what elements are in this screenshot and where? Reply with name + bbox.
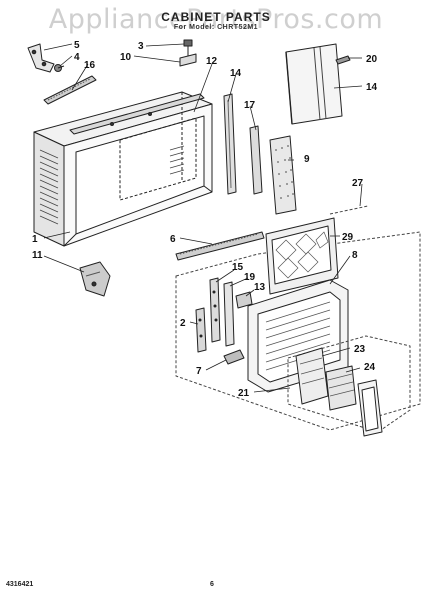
part-leg-bracket — [79, 261, 111, 297]
part-louver-frame — [357, 379, 383, 437]
part-screw-4 — [54, 64, 65, 72]
part-vertical-strip-21 — [223, 281, 235, 347]
callout-19: 17 — [244, 100, 256, 111]
callout-23: 24 — [364, 362, 376, 373]
model-subtitle: For Model: CHRT52M1 — [173, 24, 259, 31]
callout-6: 6 — [170, 234, 176, 245]
callout-12: 12 — [206, 56, 218, 67]
part-foam-panel — [269, 135, 297, 215]
part-vertical-strip-16 — [209, 277, 221, 343]
part-louver-set — [325, 365, 357, 411]
part-louver-holder — [295, 347, 329, 405]
part-vertical-channel — [223, 93, 237, 195]
callout-15: 14 — [230, 68, 242, 79]
callout-4: 4 — [74, 52, 80, 63]
part-top-rail — [43, 75, 97, 105]
subassembly-outline — [287, 335, 411, 433]
callout-22: 20 — [366, 54, 378, 65]
callout-29: 29 — [342, 232, 354, 243]
document-number: 4316421 — [6, 581, 34, 588]
part-bracket — [27, 43, 55, 73]
part-angle — [179, 53, 197, 67]
callout-11: 11 — [32, 250, 43, 261]
part-side-curtain — [285, 43, 343, 125]
callout-20: 21 — [238, 388, 250, 399]
part-filter-grille — [265, 217, 339, 295]
part-bottom-rail — [175, 231, 265, 261]
callout-5: 5 — [74, 40, 80, 51]
callout-10: 10 — [120, 52, 132, 63]
part-cabinet — [33, 91, 213, 247]
callout-7: 7 — [196, 366, 202, 377]
callout-21: 19 — [244, 272, 256, 283]
part-screw-3 — [183, 39, 193, 56]
callout-16: 15 — [232, 262, 244, 273]
callout-13: 13 — [254, 282, 266, 293]
page-number: 6 — [210, 581, 214, 588]
part-vertical-gasket — [249, 125, 263, 195]
part-strip-2 — [195, 307, 207, 353]
page-title: CABINET PARTS — [161, 10, 271, 24]
callout-9: 9 — [304, 154, 310, 165]
callout-14: 14 — [366, 82, 378, 93]
watermark: AppliancePartsPros.com — [48, 4, 384, 35]
callout-3: 3 — [138, 41, 144, 52]
callout-8: 8 — [352, 250, 358, 261]
part-bracket-7 — [223, 349, 245, 365]
callout-17: 16 — [84, 60, 96, 71]
callout-1: 1 — [32, 234, 38, 245]
callout-2: 2 — [180, 318, 186, 329]
assembly-outline — [175, 231, 421, 431]
callout-24: 23 — [354, 344, 366, 355]
part-screw-22 — [335, 55, 351, 65]
callout-27: 27 — [352, 178, 364, 189]
part-plate-13 — [235, 291, 253, 309]
